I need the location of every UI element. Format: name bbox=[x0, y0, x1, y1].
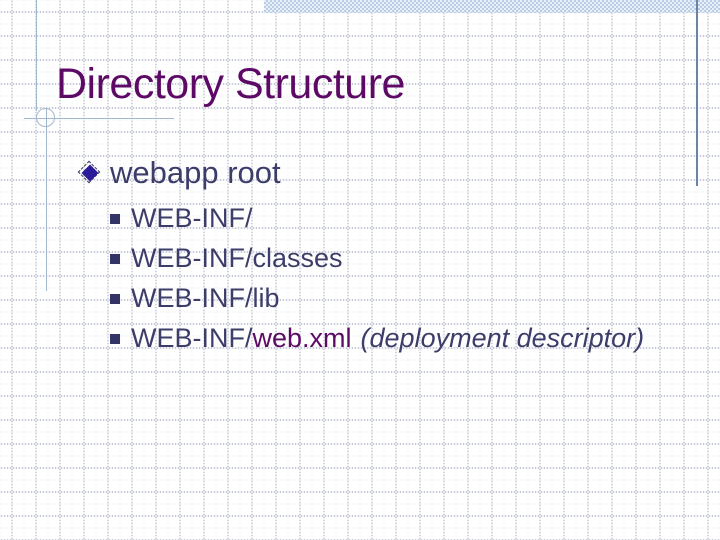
halftone-band-decoration bbox=[264, 0, 720, 13]
list-item-text: WEB-INF/lib bbox=[131, 282, 280, 313]
list-item: WEB-INF/ bbox=[110, 198, 644, 238]
list-item: WEB-INF/lib bbox=[110, 278, 644, 318]
path-prefix: WEB-INF/ bbox=[131, 322, 253, 353]
bullet-level1-text: webapp root bbox=[110, 154, 281, 190]
square-bullet-icon bbox=[110, 294, 120, 304]
list-item: WEB-INF/classes bbox=[110, 238, 644, 278]
title-underline bbox=[24, 118, 174, 119]
list-item: WEB-INF/web.xml (deployment descriptor) bbox=[110, 318, 644, 358]
diamond-bullet-icon bbox=[77, 160, 103, 186]
list-item-text: WEB-INF/web.xml (deployment descriptor) bbox=[131, 323, 644, 354]
square-bullet-icon bbox=[110, 334, 120, 344]
square-bullet-icon bbox=[110, 254, 120, 264]
square-bullet-icon bbox=[110, 214, 120, 224]
filename-highlight: web.xml bbox=[252, 322, 352, 353]
top-left-accent-line bbox=[36, 0, 37, 111]
list-item-text: WEB-INF/ bbox=[131, 202, 253, 233]
right-accent-line bbox=[696, 0, 698, 186]
compass-circle-decoration bbox=[36, 108, 55, 127]
bullet-level1-row: webapp root bbox=[77, 155, 281, 190]
list-item-text: WEB-INF/classes bbox=[131, 242, 343, 273]
bottom-left-accent-line bbox=[46, 108, 47, 291]
bullet-sublist: WEB-INF/ WEB-INF/classes WEB-INF/lib WEB… bbox=[110, 198, 644, 358]
slide-title: Directory Structure bbox=[56, 60, 405, 108]
annotation-text: (deployment descriptor) bbox=[360, 322, 645, 353]
